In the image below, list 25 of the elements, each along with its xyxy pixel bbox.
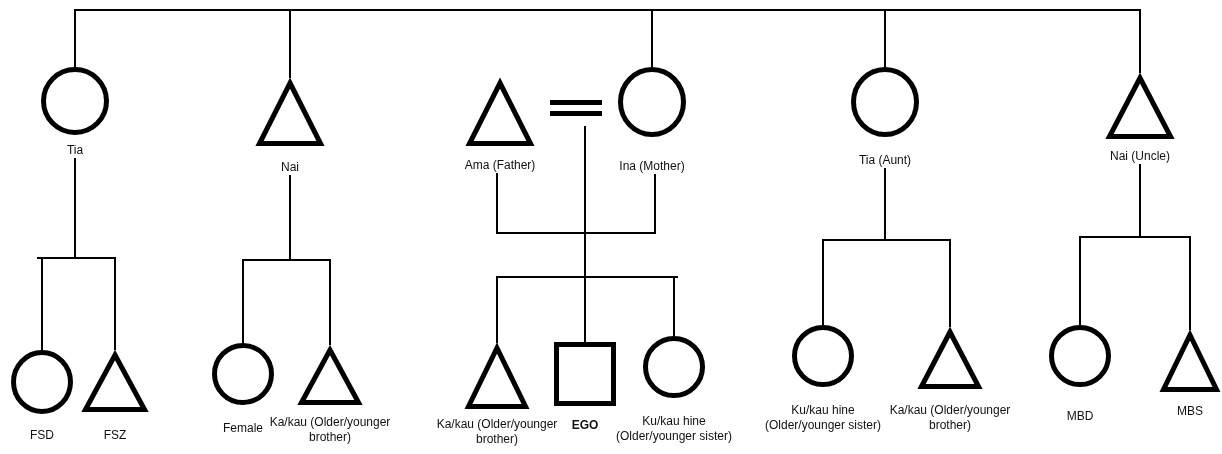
kin-term-label: Tia bbox=[65, 143, 85, 158]
kin-term-label: MBS bbox=[1176, 404, 1204, 419]
kin-term-label: Ka/kau (Older/younger brother) bbox=[435, 417, 559, 447]
kin-term-label: Ku/kau hine (Older/younger sister) bbox=[763, 403, 882, 433]
kinship-line bbox=[884, 167, 951, 328]
kinship-line bbox=[74, 157, 116, 351]
kin-term-label: MBD bbox=[1065, 409, 1095, 424]
kin-term-label: Ama (Father) bbox=[463, 158, 537, 173]
kin-term-label: Nai (Uncle) bbox=[1109, 149, 1171, 164]
kinship-line bbox=[651, 9, 886, 68]
kinship-line bbox=[289, 174, 331, 346]
kinship-line bbox=[1139, 163, 1191, 331]
kin-term-label: Ka/kau (Older/younger brother) bbox=[888, 403, 1012, 433]
kin-term-label: Tia (Aunt) bbox=[857, 153, 913, 168]
kinship-line bbox=[289, 9, 653, 79]
kinship-line bbox=[884, 9, 1141, 74]
kin-term-label: Ina (Mother) bbox=[618, 159, 686, 174]
kin-term-label: FSZ bbox=[102, 428, 128, 443]
kin-term-label: Ku/kau hine (Older/younger sister) bbox=[614, 414, 733, 444]
kin-term-label: Ka/kau (Older/younger brother) bbox=[268, 415, 392, 445]
kin-term-label: Nai bbox=[280, 160, 300, 175]
kin-term-label: Female bbox=[222, 421, 264, 436]
marriage-sign bbox=[550, 100, 602, 116]
kinship-line bbox=[584, 173, 679, 337]
kin-term-label: FSD bbox=[29, 428, 55, 443]
